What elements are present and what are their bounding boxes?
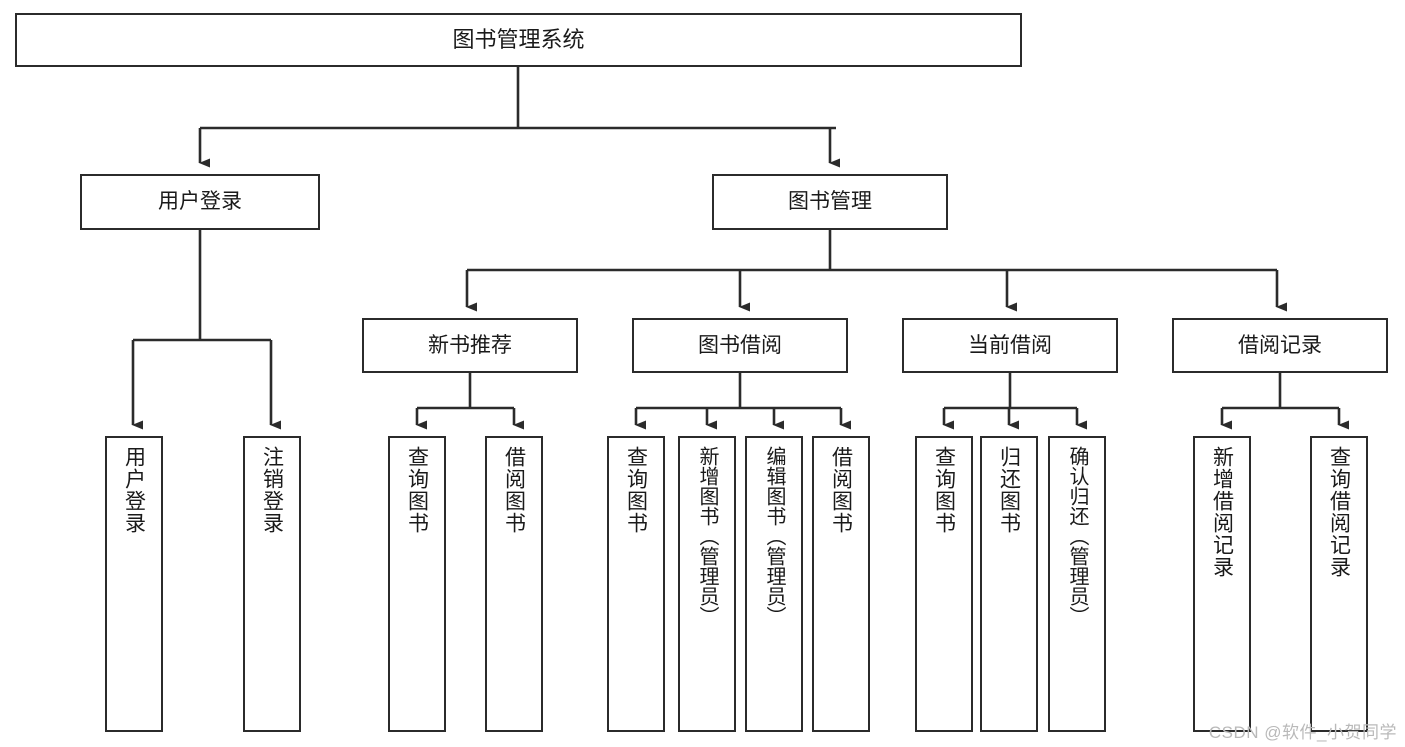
node-leaf-query-book-borrow[interactable]: 查询图书 [607, 436, 665, 732]
node-leaf-query-book-rec-label: 查询图书 [405, 446, 429, 534]
node-borrow-record-label: 借阅记录 [1238, 333, 1322, 357]
node-leaf-add-record[interactable]: 新增借阅记录 [1193, 436, 1251, 732]
node-leaf-query-book-current[interactable]: 查询图书 [915, 436, 973, 732]
node-leaf-return-book-label: 归还图书 [997, 446, 1021, 534]
edge-group-borrow-record [1220, 373, 1349, 430]
node-book-manage[interactable]: 图书管理 [712, 174, 948, 230]
node-leaf-edit-book-label: 编辑图书（管理员） [763, 446, 785, 626]
watermark: CSDN @软件_小贺同学 [1208, 723, 1397, 742]
node-leaf-add-book-label: 新增图书（管理员） [696, 446, 718, 626]
node-leaf-query-book-rec[interactable]: 查询图书 [388, 436, 446, 732]
edge-group-current-borrow [942, 373, 1087, 430]
edge-group-root [198, 67, 840, 168]
node-leaf-logout-label: 注销登录 [260, 446, 284, 534]
node-leaf-query-book-current-label: 查询图书 [932, 446, 956, 534]
edge-group-book-borrow [634, 373, 851, 430]
edge-group-book-manage [465, 230, 1287, 312]
node-leaf-user-login[interactable]: 用户登录 [105, 436, 163, 732]
node-current-borrow[interactable]: 当前借阅 [902, 318, 1118, 373]
node-leaf-query-record[interactable]: 查询借阅记录 [1310, 436, 1368, 732]
node-new-book-recommend[interactable]: 新书推荐 [362, 318, 578, 373]
node-root-label: 图书管理系统 [452, 26, 585, 52]
node-borrow-record[interactable]: 借阅记录 [1172, 318, 1388, 373]
node-leaf-user-login-label: 用户登录 [122, 446, 146, 534]
node-leaf-borrow-book-rec[interactable]: 借阅图书 [485, 436, 543, 732]
edge-group-user-login [131, 230, 281, 430]
node-leaf-edit-book[interactable]: 编辑图书（管理员） [745, 436, 803, 732]
node-leaf-confirm-return[interactable]: 确认归还（管理员） [1048, 436, 1106, 732]
node-new-book-recommend-label: 新书推荐 [428, 333, 512, 357]
node-leaf-confirm-return-label: 确认归还（管理员） [1066, 446, 1088, 626]
node-leaf-query-book-borrow-label: 查询图书 [624, 446, 648, 534]
node-leaf-logout[interactable]: 注销登录 [243, 436, 301, 732]
node-current-borrow-label: 当前借阅 [968, 333, 1052, 357]
node-user-login[interactable]: 用户登录 [80, 174, 320, 230]
node-leaf-borrow-book-label: 借阅图书 [829, 446, 853, 534]
node-book-manage-label: 图书管理 [788, 190, 872, 214]
node-book-borrow[interactable]: 图书借阅 [632, 318, 848, 373]
edge-group-new-book-recommend [415, 373, 524, 430]
node-leaf-add-book[interactable]: 新增图书（管理员） [678, 436, 736, 732]
node-leaf-borrow-book-rec-label: 借阅图书 [502, 446, 526, 534]
node-leaf-return-book[interactable]: 归还图书 [980, 436, 1038, 732]
node-root[interactable]: 图书管理系统 [15, 13, 1022, 67]
node-leaf-add-record-label: 新增借阅记录 [1210, 446, 1234, 578]
node-leaf-borrow-book[interactable]: 借阅图书 [812, 436, 870, 732]
node-book-borrow-label: 图书借阅 [698, 333, 782, 357]
node-leaf-query-record-label: 查询借阅记录 [1327, 446, 1351, 578]
node-user-login-label: 用户登录 [158, 190, 242, 214]
